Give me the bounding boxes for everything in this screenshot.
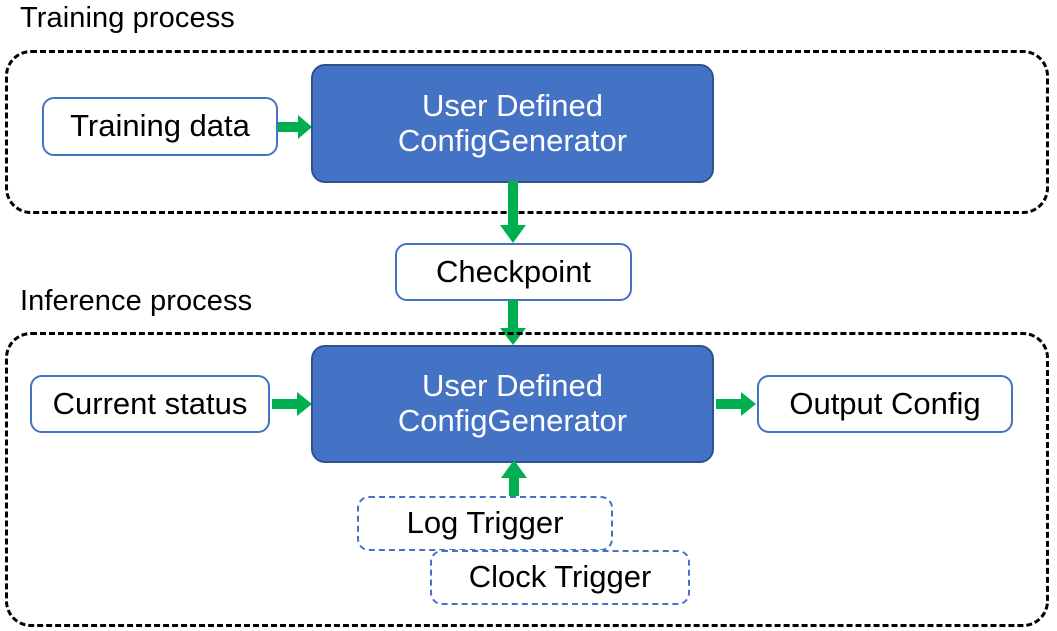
node-clock-trigger[interactable]: Clock Trigger: [430, 550, 690, 605]
config-generator-inference-line2: ConfigGenerator: [397, 403, 628, 438]
node-training-data[interactable]: Training data: [42, 97, 278, 156]
node-output-config[interactable]: Output Config: [757, 375, 1013, 433]
node-config-generator-training[interactable]: User Defined ConfigGenerator: [311, 64, 714, 183]
node-config-generator-inference-label: User Defined ConfigGenerator: [397, 368, 628, 438]
config-generator-training-line2: ConfigGenerator: [397, 122, 628, 158]
node-output-config-label: Output Config: [789, 385, 981, 421]
node-training-data-label: Training data: [70, 108, 250, 144]
inference-process-title: Inference process: [20, 285, 253, 317]
node-current-status-label: Current status: [52, 385, 248, 421]
training-process-title: Training process: [20, 2, 235, 34]
node-config-generator-inference[interactable]: User Defined ConfigGenerator: [311, 345, 714, 463]
config-generator-training-line1: User Defined: [422, 87, 603, 123]
node-log-trigger[interactable]: Log Trigger: [357, 496, 613, 551]
node-config-generator-training-label: User Defined ConfigGenerator: [397, 87, 628, 158]
config-generator-inference-line1: User Defined: [422, 368, 603, 404]
node-current-status[interactable]: Current status: [30, 375, 270, 433]
node-checkpoint[interactable]: Checkpoint: [395, 243, 632, 301]
inference-process-group: [5, 332, 1049, 627]
node-clock-trigger-label: Clock Trigger: [468, 559, 652, 595]
node-checkpoint-label: Checkpoint: [435, 253, 592, 289]
node-log-trigger-label: Log Trigger: [406, 505, 564, 541]
training-process-group: [5, 50, 1049, 214]
